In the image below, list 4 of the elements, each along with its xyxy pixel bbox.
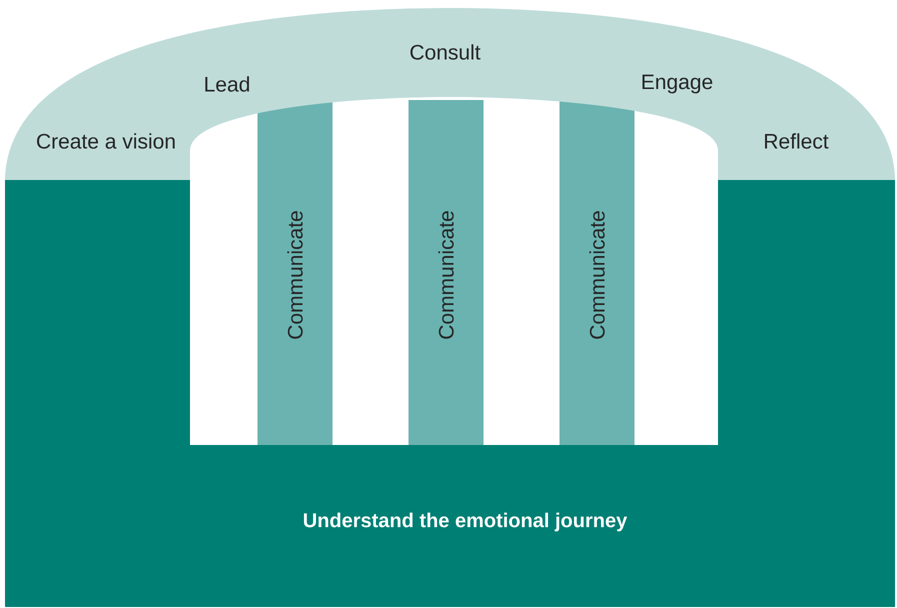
- pillar: Communicate: [258, 100, 332, 445]
- pillar: Communicate: [408, 100, 484, 445]
- pillar: Communicate: [560, 100, 634, 445]
- arch-band: Create a vision Lead Consult Engage Reflect: [5, 8, 895, 180]
